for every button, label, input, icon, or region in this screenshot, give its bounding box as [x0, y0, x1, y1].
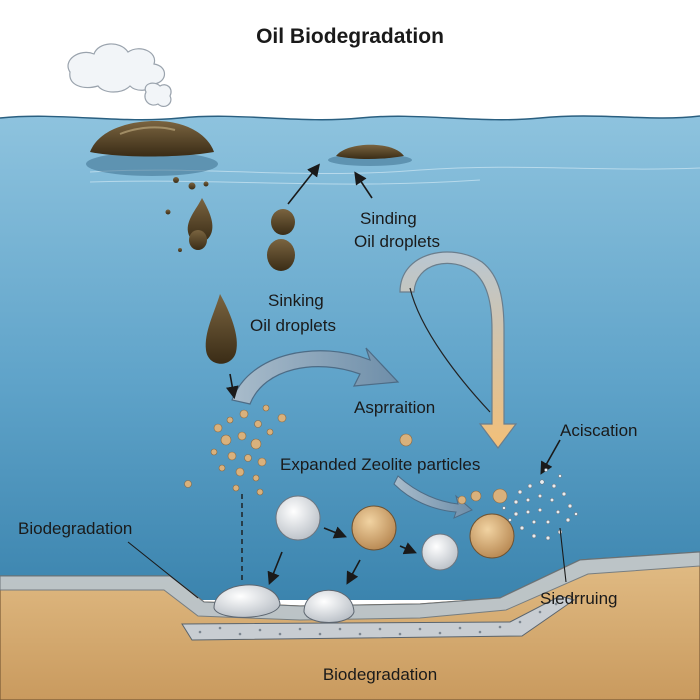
surface-ripples [89, 166, 700, 185]
settled-zeolite-sphere-1 [213, 584, 281, 618]
zeolite-sphere-tan-1 [351, 505, 397, 551]
zeolite-sphere-white-1 [275, 495, 321, 541]
settled-layer-texture [198, 602, 558, 636]
oil-droplets-center [267, 209, 295, 271]
biodegradation-leader [127, 541, 199, 599]
label-sinding: Sinding [360, 209, 417, 228]
settled-zeolite-layer [181, 595, 576, 641]
smoke-cloud-icon [67, 43, 172, 108]
label-sinking: Sinking [268, 291, 324, 310]
descent-arrow-orange [399, 251, 518, 449]
label-expanded-zeolite: Expanded Zeolite particles [280, 455, 480, 474]
aspiration-arrow [231, 347, 400, 405]
zeolite-flow-arrow [393, 475, 473, 519]
diagram-title: Oil Biodegradation [256, 25, 444, 48]
pointer-arrows [225, 163, 561, 585]
label-sinking-oil-droplets: Oil droplets [250, 316, 336, 335]
oil-droplet-teardrop [205, 294, 237, 364]
surface-oil-slick-small [328, 144, 412, 166]
label-biodegradation-left: Biodegradation [18, 519, 132, 538]
water-surface-line [0, 115, 700, 121]
label-sinding-oil-droplets: Oil droplets [354, 232, 440, 251]
zeolite-small-particles [184, 404, 508, 505]
label-siedrruing: Siedrruing [540, 589, 618, 608]
siedrruing-leader [559, 527, 567, 583]
label-biodegradation-bottom: Biodegradation [323, 665, 437, 684]
zeolite-sphere-white-2 [421, 533, 459, 571]
surface-oil-slick-large [86, 121, 218, 176]
oil-droplets-left [165, 177, 213, 252]
thin-curve-line [409, 287, 491, 413]
label-asprraition: Asprraition [354, 398, 435, 417]
zeolite-sphere-tan-2 [469, 513, 515, 559]
settled-zeolite-sphere-2 [303, 589, 355, 623]
label-aciscation: Aciscation [560, 421, 637, 440]
